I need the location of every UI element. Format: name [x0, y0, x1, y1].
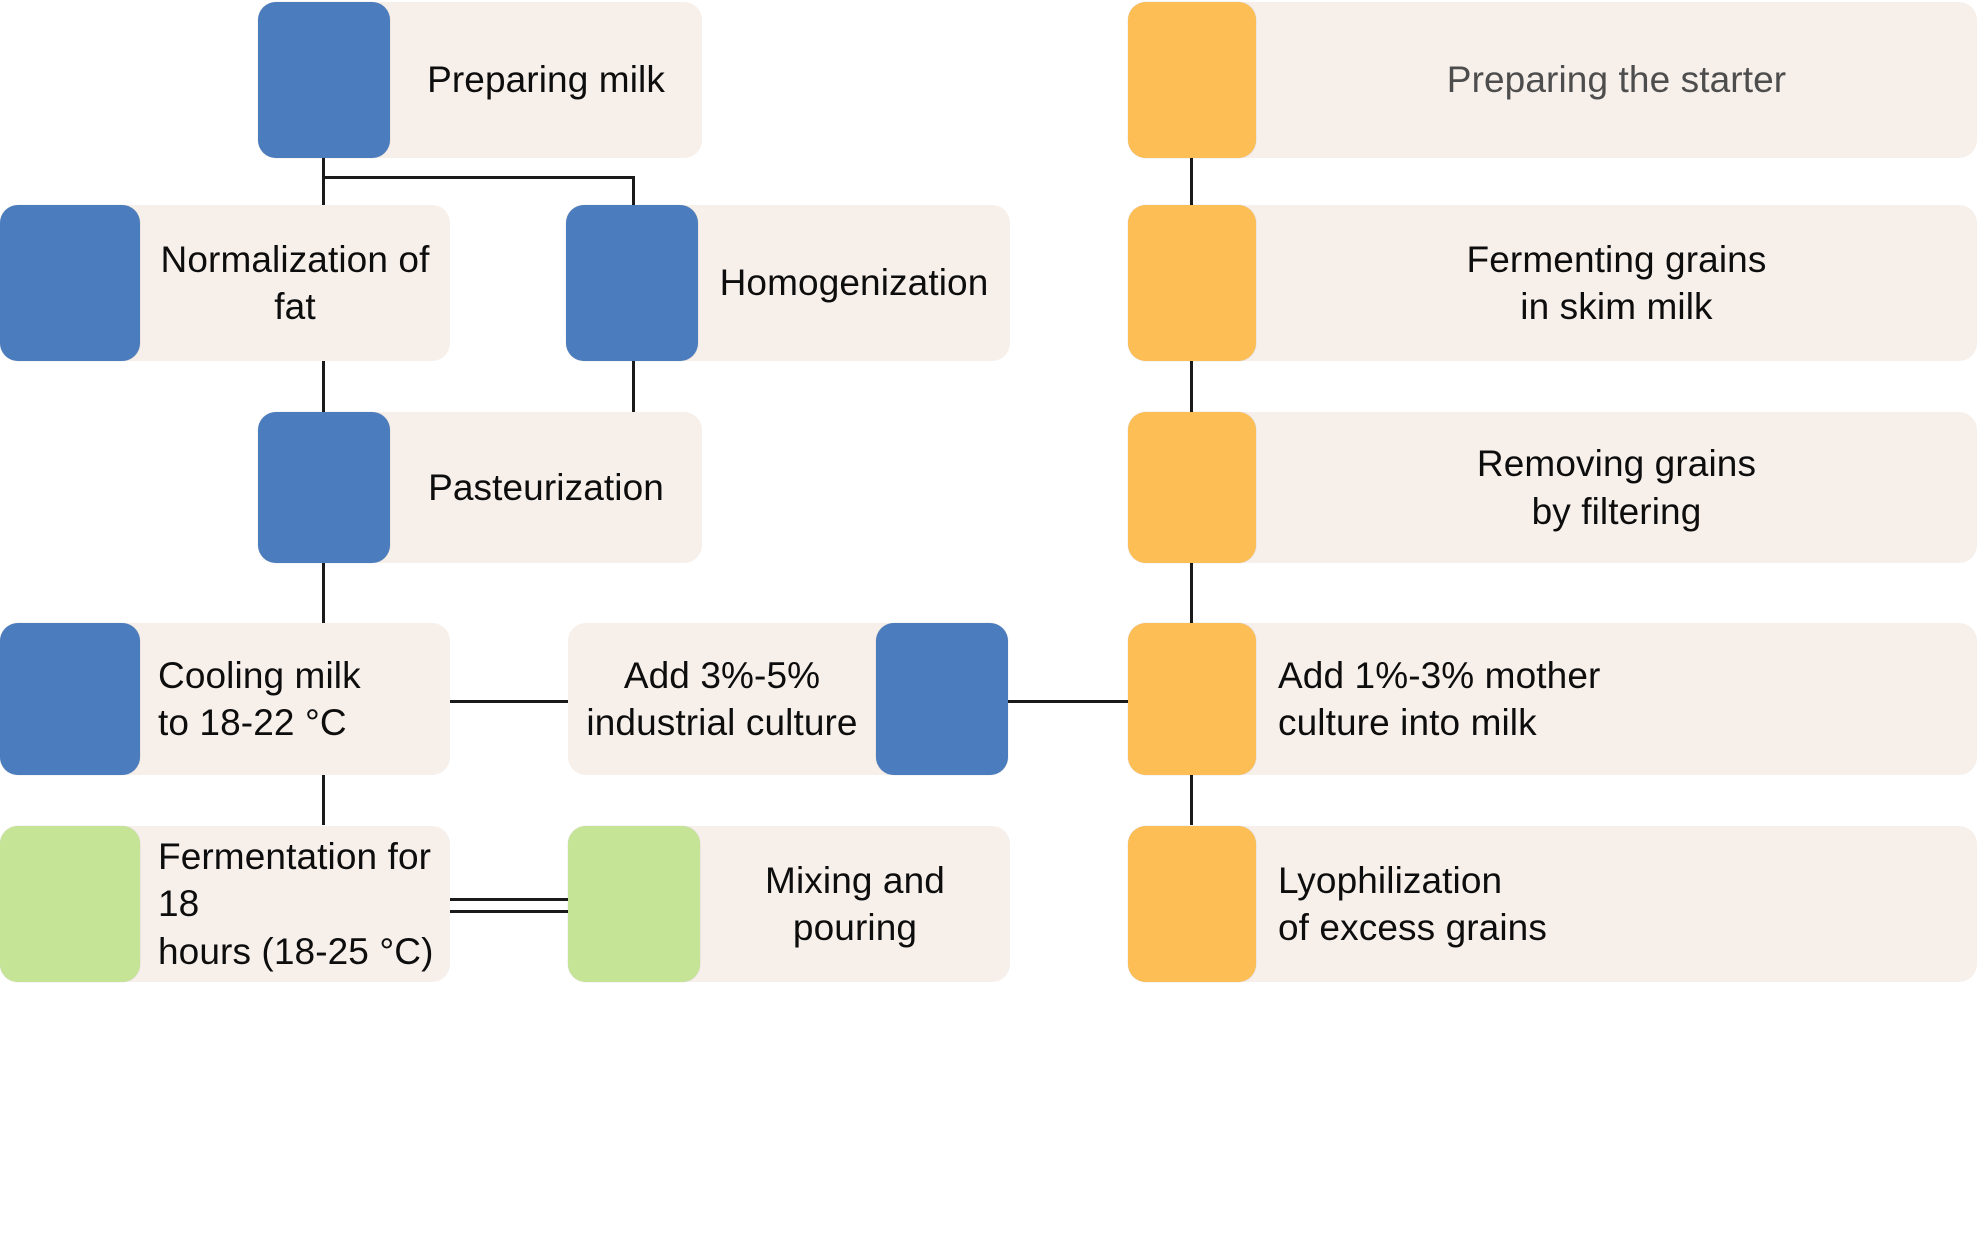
connector-homogenization-to-pasteurization: [632, 361, 635, 421]
node-accent-orange: [1128, 412, 1256, 563]
connector-cooling-to-fermentation: [322, 773, 325, 825]
node-label: Add 1%-3% mother culture into milk: [1278, 654, 1601, 743]
node-mixing-and-pouring[interactable]: Mixing and pouring: [568, 826, 1010, 982]
node-removing-grains[interactable]: Removing grains by filtering: [1128, 412, 1977, 563]
node-label: Normalization of fat: [160, 238, 430, 327]
node-label: Cooling milk to 18-22 °C: [158, 654, 361, 743]
node-add-mother-culture[interactable]: Add 1%-3% mother culture into milk: [1128, 623, 1977, 775]
node-label: Mixing and pouring: [765, 859, 945, 948]
node-accent-orange: [1128, 205, 1256, 361]
connector-pasteurization-to-cooling: [322, 563, 325, 625]
connector-fermentation-to-mixing: [446, 898, 572, 913]
node-fermenting-grains[interactable]: Fermenting grains in skim milk: [1128, 205, 1977, 361]
node-add-industrial-culture[interactable]: Add 3%-5% industrial culture: [568, 623, 1008, 775]
node-accent-orange: [1128, 826, 1256, 982]
node-label: Lyophilization of excess grains: [1278, 859, 1547, 948]
node-label: Preparing the starter: [1446, 59, 1787, 101]
node-accent-blue: [0, 623, 140, 775]
node-label: Homogenization: [719, 262, 989, 304]
node-accent-blue: [258, 412, 390, 563]
connector-industrial-to-mother-culture: [1006, 700, 1130, 703]
connector-removing-to-mother-culture: [1190, 563, 1193, 625]
node-label: Add 3%-5% industrial culture: [586, 654, 858, 743]
node-body: [1128, 412, 1977, 563]
node-body: [1128, 205, 1977, 361]
connector-starter-to-fermenting-grains: [1190, 158, 1193, 218]
node-body: [1128, 826, 1977, 982]
node-normalization-of-fat[interactable]: Normalization of fat: [0, 205, 450, 361]
node-homogenization[interactable]: Homogenization: [566, 205, 1010, 361]
node-accent-blue: [566, 205, 698, 361]
node-accent-blue: [876, 623, 1008, 775]
node-fermentation[interactable]: Fermentation for 18 hours (18-25 °C): [0, 826, 450, 982]
node-accent-green: [568, 826, 700, 982]
node-pasteurization[interactable]: Pasteurization: [258, 412, 702, 563]
connector-normalization-to-pasteurization: [322, 361, 325, 421]
connector-split-bar: [322, 176, 635, 179]
node-accent-blue: [0, 205, 140, 361]
node-label: Preparing milk: [427, 59, 665, 101]
node-cooling-milk[interactable]: Cooling milk to 18-22 °C: [0, 623, 450, 775]
node-label: Removing grains by filtering: [1476, 443, 1757, 532]
node-body: [1128, 2, 1977, 158]
node-accent-blue: [258, 2, 390, 158]
node-accent-orange: [1128, 2, 1256, 158]
node-accent-orange: [1128, 623, 1256, 775]
node-preparing-milk[interactable]: Preparing milk: [258, 2, 702, 158]
connector-to-homogenization: [632, 176, 635, 218]
connector-mother-culture-to-lyophilization: [1190, 773, 1193, 825]
node-accent-green: [0, 826, 140, 982]
node-label: Fermenting grains in skim milk: [1466, 238, 1767, 327]
node-preparing-the-starter[interactable]: Preparing the starter: [1128, 2, 1977, 158]
connector-to-normalization: [322, 176, 325, 218]
node-body: [1128, 623, 1977, 775]
node-lyophilization[interactable]: Lyophilization of excess grains: [1128, 826, 1977, 982]
node-label: Fermentation for 18 hours (18-25 °C): [158, 835, 434, 972]
connector-cooling-to-industrial-culture: [446, 700, 572, 703]
node-label: Pasteurization: [428, 466, 664, 508]
connector-fermenting-to-removing: [1190, 361, 1193, 421]
